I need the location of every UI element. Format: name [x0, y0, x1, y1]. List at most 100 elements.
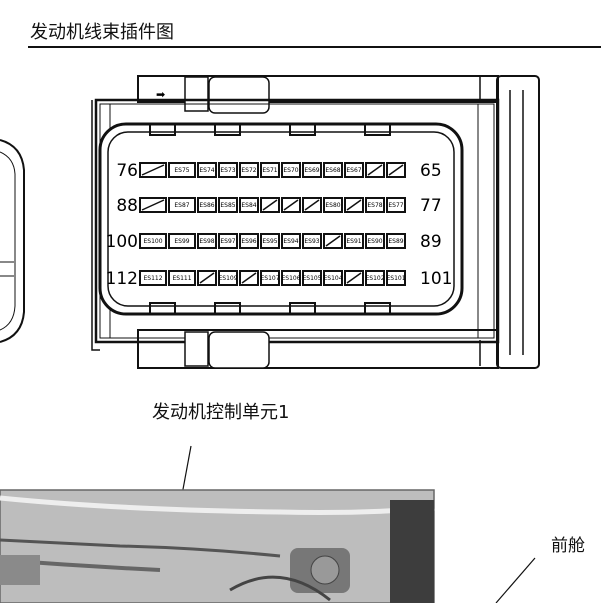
connector-pin	[260, 270, 280, 286]
pin-label: ES85	[220, 202, 235, 209]
corner-label: 前舱	[551, 536, 585, 556]
empty-pin-slash	[304, 199, 320, 211]
row-right-number: 89	[420, 232, 442, 252]
pin-label: ES80	[325, 202, 340, 209]
connector-pin	[281, 162, 301, 178]
left-harness-outline	[0, 139, 25, 343]
empty-pin-slash	[283, 199, 299, 211]
connector-pin	[239, 162, 259, 178]
pin-label: ES86	[199, 202, 214, 209]
empty-pin-slash	[367, 164, 383, 176]
empty-pin-slash	[141, 164, 165, 176]
connector-pin	[281, 233, 301, 249]
pin-label: ES75	[174, 167, 189, 174]
row-right-number: 77	[420, 196, 442, 216]
pin-label: ES111	[172, 275, 191, 282]
pin-label: ES90	[367, 238, 382, 245]
connector-pin	[323, 270, 343, 286]
pin-label: ES105	[302, 275, 321, 282]
empty-pin-slash	[199, 272, 215, 284]
connector-pin	[260, 162, 280, 178]
row-left-number: 88	[116, 196, 138, 216]
connector-pin	[139, 270, 167, 286]
pin-label: ES97	[220, 238, 235, 245]
connector-pin	[239, 233, 259, 249]
connector-pin	[344, 162, 364, 178]
connector-pin	[323, 162, 343, 178]
connector-pin	[218, 197, 238, 213]
connector-pin	[197, 162, 217, 178]
connector-pin	[168, 233, 196, 249]
connector-pin	[302, 162, 322, 178]
pin-label: ES74	[199, 167, 214, 174]
pin-label: ES100	[143, 238, 162, 245]
pin-label: ES102	[365, 275, 384, 282]
connector-pin	[365, 233, 385, 249]
empty-pin-slash	[388, 164, 404, 176]
pin-label: ES93	[304, 238, 319, 245]
arrow-icon: ➡	[156, 88, 165, 101]
pin-label: ES106	[281, 275, 300, 282]
connector-housing	[91, 75, 540, 369]
pin-label: ES71	[262, 167, 277, 174]
connector-pin	[197, 233, 217, 249]
row-left-number: 76	[116, 161, 138, 181]
pin-label: ES94	[283, 238, 298, 245]
pin-label: ES89	[388, 238, 403, 245]
connector-pin	[386, 270, 406, 286]
connector-pin	[344, 233, 364, 249]
pin-label: ES70	[283, 167, 298, 174]
connector-pin	[302, 233, 322, 249]
pin-label: ES95	[262, 238, 277, 245]
pin-label: ES84	[241, 202, 256, 209]
connector-pin	[168, 197, 196, 213]
connector-pin	[218, 270, 238, 286]
title-divider	[28, 46, 601, 48]
pin-label: ES87	[174, 202, 189, 209]
empty-pin-slash	[346, 199, 362, 211]
connector-pin	[218, 233, 238, 249]
connector-pin	[168, 162, 196, 178]
pin-label: ES91	[346, 238, 361, 245]
page-title: 发动机线束插件图	[30, 22, 174, 43]
connector-pin	[239, 197, 259, 213]
pin-label: ES101	[386, 275, 405, 282]
connector-pin	[302, 270, 322, 286]
engine-bay-photo	[0, 489, 435, 603]
connector-pin	[386, 233, 406, 249]
diagram-caption: 发动机控制单元1	[152, 402, 290, 423]
empty-pin-slash	[141, 199, 165, 211]
connector-pin	[218, 162, 238, 178]
pin-label: ES107	[260, 275, 279, 282]
pin-label: ES67	[346, 167, 361, 174]
connector-pin	[365, 197, 385, 213]
pin-label: ES109	[218, 275, 237, 282]
pin-label: ES99	[174, 238, 189, 245]
pin-label: ES68	[325, 167, 340, 174]
empty-pin-slash	[346, 272, 362, 284]
corner-leader-line	[495, 557, 536, 603]
pin-label: ES96	[241, 238, 256, 245]
pin-label: ES69	[304, 167, 319, 174]
pin-label: ES77	[388, 202, 403, 209]
empty-pin-slash	[325, 235, 341, 247]
connector-pin	[281, 270, 301, 286]
row-right-number: 101	[420, 269, 452, 289]
empty-pin-slash	[262, 199, 278, 211]
row-left-number: 100	[106, 232, 138, 252]
row-left-number: 112	[106, 269, 138, 289]
connector-pin	[139, 233, 167, 249]
connector-pin	[323, 197, 343, 213]
pin-label: ES78	[367, 202, 382, 209]
pin-label: ES98	[199, 238, 214, 245]
connector-pin	[197, 197, 217, 213]
connector-pin	[260, 233, 280, 249]
pin-label: ES104	[323, 275, 342, 282]
connector-pin	[386, 197, 406, 213]
empty-pin-slash	[241, 272, 257, 284]
connector-pin	[168, 270, 196, 286]
pin-label: ES73	[220, 167, 235, 174]
pin-label: ES72	[241, 167, 256, 174]
